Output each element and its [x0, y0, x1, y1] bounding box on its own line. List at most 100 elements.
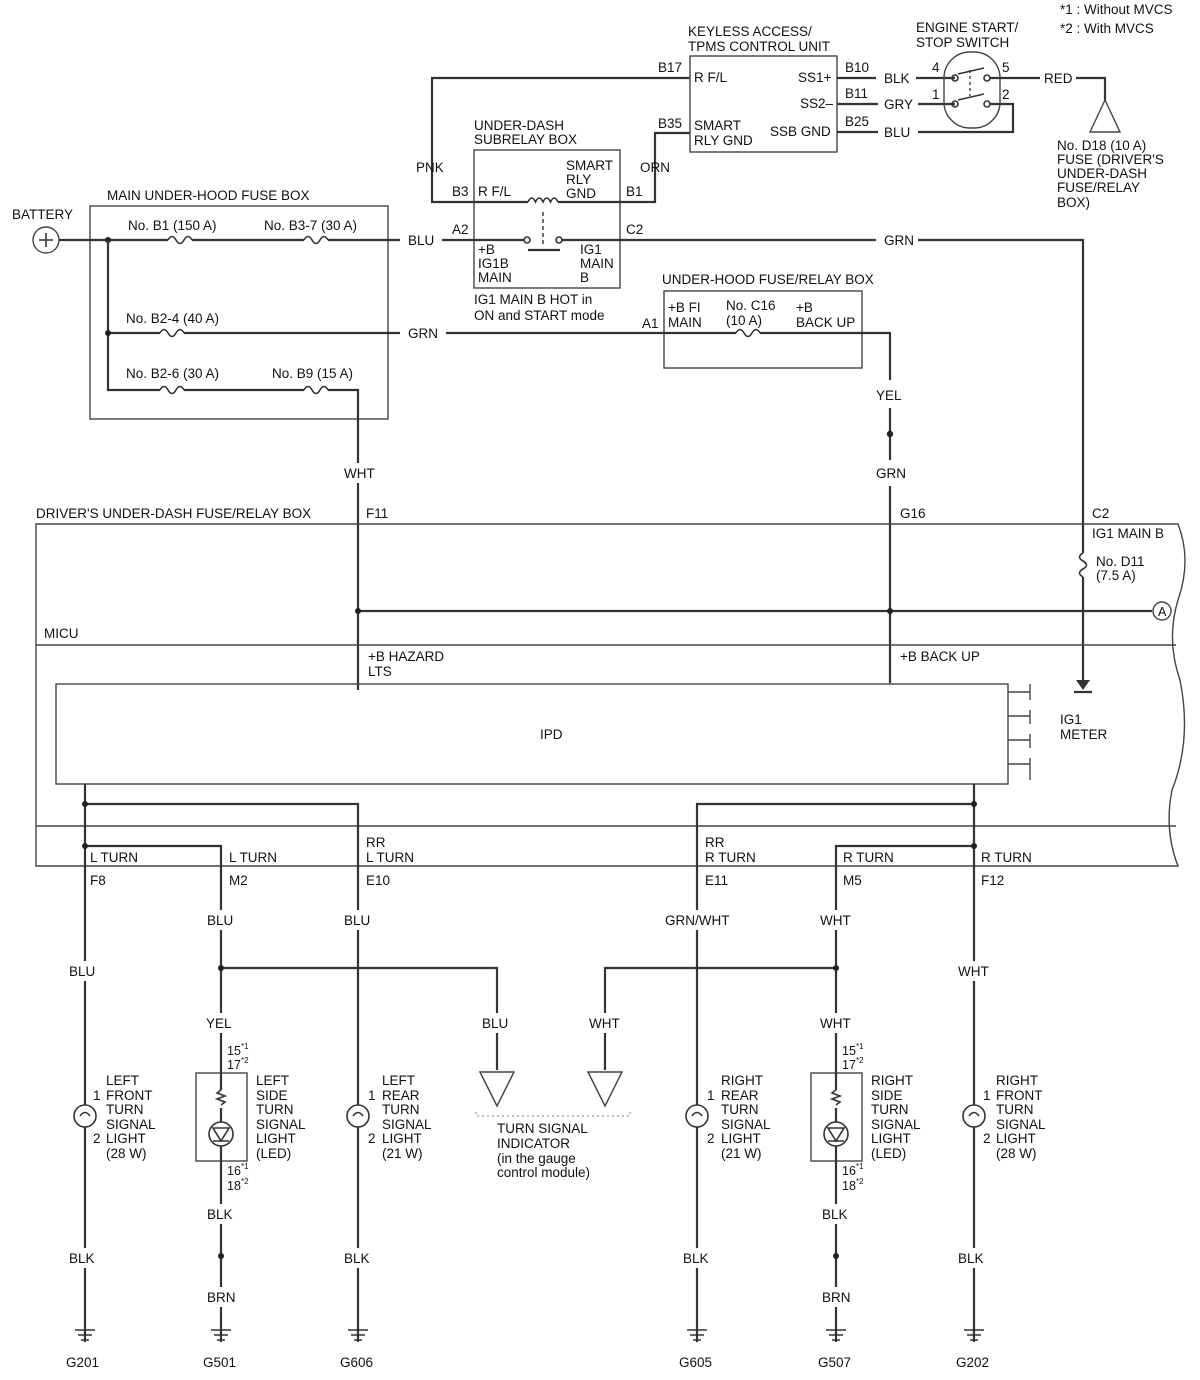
- wire-g507-brn-top: BRN: [822, 1290, 851, 1305]
- switch-blades: [957, 67, 985, 101]
- junction-dot: [218, 965, 224, 971]
- wire-label-blu: BLU: [408, 233, 434, 248]
- main-fuse-box-label: MAIN UNDER-HOOD FUSE BOX: [107, 188, 310, 203]
- ground-icon: [964, 1329, 984, 1341]
- switch-contact: [983, 100, 991, 108]
- wire-label-grn: GRN: [408, 326, 438, 341]
- wire-m5-wht-top: WHT: [820, 913, 851, 928]
- keyless-title-1: KEYLESS ACCESS/: [688, 24, 812, 39]
- ls-line: TURN: [256, 1102, 294, 1117]
- rs-line: LIGHT: [871, 1131, 911, 1146]
- driver-box-outline: [35, 523, 1186, 867]
- lf-line: SIGNAL: [106, 1117, 156, 1132]
- pin-c2-driver: C2: [1092, 506, 1109, 521]
- keyless-smart-1: SMART: [694, 118, 741, 133]
- rs-line: SIDE: [871, 1088, 903, 1103]
- underhood-backup-1: +B: [796, 300, 813, 315]
- wire-grn-c2: [620, 238, 1085, 553]
- junction-dot: [886, 430, 894, 438]
- wire-g605-blk-top: BLK: [683, 1251, 709, 1266]
- start-stop-switch-outline: [943, 51, 1001, 129]
- rf-line: FRONT: [996, 1088, 1043, 1103]
- lr-pin1: 1: [368, 1088, 376, 1103]
- fuse-b26-symbol: [159, 385, 185, 395]
- wire-g501-brn-top: BRN: [207, 1290, 236, 1305]
- wire-label-grn-top: GRN: [876, 466, 906, 481]
- connector-a-circle: [1152, 601, 1172, 621]
- ls-bot-sup1: *1: [241, 1162, 249, 1171]
- junction-dot: [971, 801, 977, 807]
- underhood-box-label: UNDER-HOOD FUSE/RELAY BOX: [662, 272, 874, 287]
- wire-label-yel-top: YEL: [876, 388, 902, 403]
- fuse-b37-label: No. B3-7 (30 A): [264, 218, 357, 233]
- wire-b26-b9: [106, 240, 360, 690]
- lr-line: LEFT: [382, 1073, 415, 1088]
- main-fuse-box-outline: [89, 205, 389, 420]
- wire-g201-blk-top: BLK: [69, 1251, 95, 1266]
- ig1-main-b-label: IG1 MAIN B: [1092, 526, 1164, 541]
- indicator-4: control module): [497, 1165, 590, 1180]
- ls-bot-2: 18: [227, 1179, 241, 1193]
- relay-contact: [523, 236, 531, 244]
- out-rr-l-2: L TURN: [366, 850, 414, 865]
- pin-e10: E10: [366, 873, 390, 888]
- rs-bot-2: 18: [842, 1179, 856, 1193]
- wire-label-grn-c2: GRN: [884, 233, 914, 248]
- keyless-smart-2: RLY GND: [694, 133, 753, 148]
- ls-line: LIGHT: [256, 1131, 296, 1146]
- lr-pin2: 2: [368, 1131, 376, 1146]
- switch-title-1: ENGINE START/: [916, 20, 1019, 35]
- hazard-1: +B HAZARD: [368, 649, 444, 664]
- underhood-fi-1: +B FI: [668, 300, 701, 315]
- rr-line: (21 W): [721, 1146, 762, 1161]
- wire-orn: [620, 131, 690, 204]
- underhood-box-outline: [663, 290, 863, 369]
- wire-ind-wht-top: WHT: [589, 1016, 620, 1031]
- rf-line: TURN: [996, 1102, 1034, 1117]
- pin-m2: M2: [229, 873, 248, 888]
- ground-mask: [60, 1342, 1040, 1380]
- fuse-c16-symbol: [735, 328, 761, 338]
- wire-r-turn-m5: [834, 844, 974, 1360]
- rf-text: RIGHT FRONT TURN SIGNAL LIGHT (28 W): [996, 1073, 1046, 1161]
- keyless-rfl: R F/L: [694, 70, 727, 85]
- indicator-right-arrow-icon: [586, 1071, 624, 1108]
- battery-plus-icon: [39, 233, 53, 247]
- rs-bot-sup2: *2: [856, 1177, 864, 1186]
- pin-f11: F11: [366, 506, 388, 521]
- rf-line: SIGNAL: [996, 1117, 1046, 1132]
- ls-bot-sup2: *2: [241, 1177, 249, 1186]
- keyless-ss1: SS1+: [798, 70, 832, 85]
- keyless-ssb: SSB GND: [770, 124, 831, 139]
- pin-a1: A1: [642, 316, 659, 331]
- lf-line: LIGHT: [106, 1131, 146, 1146]
- rr-line: TURN: [721, 1102, 759, 1117]
- wire-l-turn-m2: [85, 844, 223, 1360]
- wire-m5-wht-2-top: WHT: [820, 1016, 851, 1031]
- fuse-d18-5: BOX): [1057, 195, 1090, 210]
- right-led-resistor-icon: [829, 1089, 843, 1106]
- subrelay-ig1-1: IG1: [580, 242, 602, 257]
- junction-dot: [105, 330, 111, 336]
- switch-contact: [951, 100, 959, 108]
- ls-text: LEFT SIDE TURN SIGNAL LIGHT (LED): [256, 1073, 306, 1161]
- rf-line: RIGHT: [996, 1073, 1038, 1088]
- wire-m2-yel-top: YEL: [206, 1016, 232, 1031]
- lr-line: LIGHT: [382, 1131, 422, 1146]
- lf-text: LEFT FRONT TURN SIGNAL LIGHT (28 W): [106, 1073, 156, 1161]
- ground-g501: G501: [203, 1355, 236, 1370]
- rs-top-1: 15: [842, 1044, 856, 1058]
- pin-f8: F8: [90, 873, 106, 888]
- pin-b11: B11: [845, 86, 868, 101]
- rs-line: SIGNAL: [871, 1117, 921, 1132]
- wire-c16: [664, 331, 892, 380]
- pin-m5: M5: [843, 873, 862, 888]
- junction-dot: [355, 608, 361, 614]
- right-led-diode-icon: [823, 1121, 849, 1147]
- ipd-label: IPD: [540, 727, 563, 742]
- lr-line: SIGNAL: [382, 1117, 432, 1132]
- ls-line: SIDE: [256, 1088, 288, 1103]
- rs-top-sup1: *1: [856, 1042, 864, 1051]
- note-2: *2 : With MVCS: [1060, 21, 1154, 36]
- ground-icon: [75, 1329, 95, 1341]
